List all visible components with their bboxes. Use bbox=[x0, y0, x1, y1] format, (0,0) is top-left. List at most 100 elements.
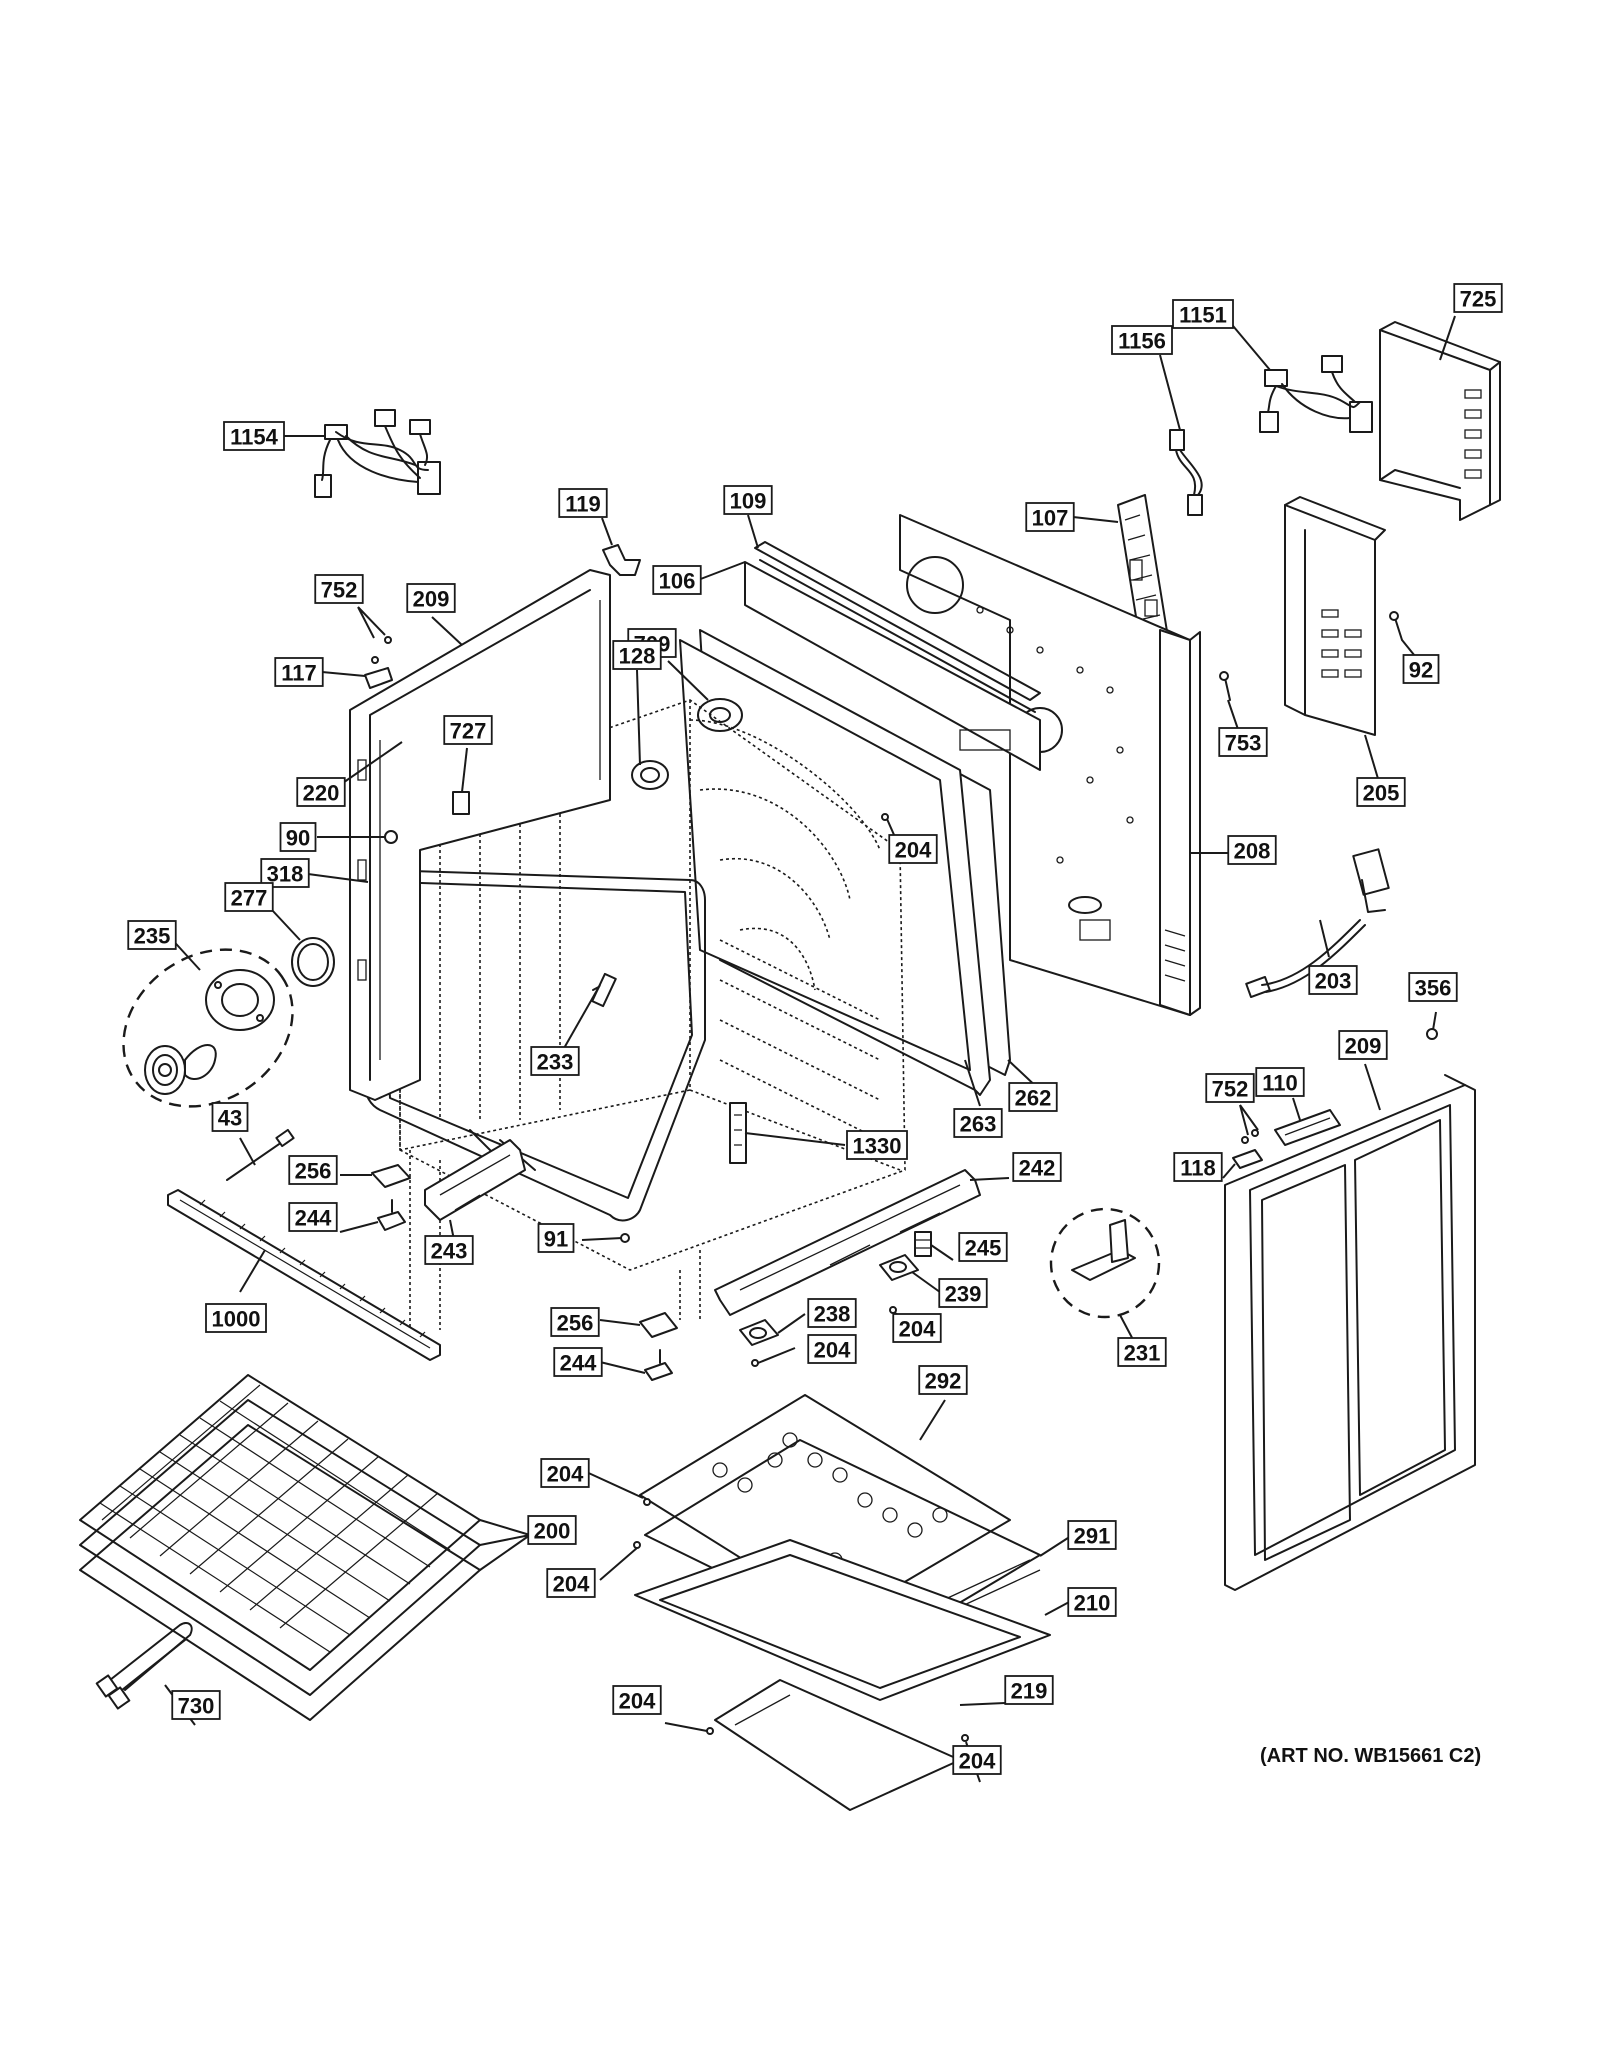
callout-text: 235 bbox=[134, 924, 171, 949]
callout-text: 109 bbox=[730, 489, 767, 514]
callout-90: 90 bbox=[279, 822, 317, 852]
callout-204: 204 bbox=[540, 1458, 590, 1488]
callout-box bbox=[938, 1278, 988, 1308]
callout-231: 231 bbox=[1117, 1337, 1167, 1367]
callout-box bbox=[846, 1130, 908, 1160]
callout-box bbox=[550, 1307, 600, 1337]
callout-box bbox=[1218, 727, 1268, 757]
callout-text: 204 bbox=[959, 1749, 996, 1774]
callout-text: 204 bbox=[547, 1462, 584, 1487]
callout-box bbox=[1408, 972, 1458, 1002]
screw-204-a bbox=[881, 813, 889, 821]
callout-242: 242 bbox=[1012, 1152, 1062, 1182]
callout-box bbox=[1356, 777, 1406, 807]
callout-753: 753 bbox=[1218, 727, 1268, 757]
hinge-receiver-110 bbox=[1274, 1109, 1341, 1146]
wire-harness-1154 bbox=[314, 409, 441, 498]
callout-1330: 1330 bbox=[846, 1130, 908, 1160]
callout-text: 753 bbox=[1225, 731, 1262, 756]
callout-box bbox=[1172, 299, 1234, 329]
screw-91 bbox=[620, 1233, 630, 1243]
callout-text: 117 bbox=[281, 661, 317, 686]
callout-205: 205 bbox=[1356, 777, 1406, 807]
callout-92: 92 bbox=[1402, 654, 1440, 684]
control-cover-205 bbox=[1284, 496, 1386, 736]
callout-43: 43 bbox=[211, 1102, 249, 1132]
callout-292: 292 bbox=[918, 1365, 968, 1395]
callout-text: 233 bbox=[537, 1050, 574, 1075]
callout-text: 239 bbox=[945, 1282, 982, 1307]
callout-text: 752 bbox=[1212, 1077, 1249, 1102]
callout-text: 90 bbox=[286, 826, 310, 851]
callout-box bbox=[1111, 325, 1173, 355]
callout-text: 730 bbox=[178, 1694, 215, 1719]
callout-text: 209 bbox=[1345, 1034, 1382, 1059]
top-frame-109 bbox=[754, 541, 1041, 713]
callout-box bbox=[1338, 1030, 1388, 1060]
plug-90 bbox=[384, 830, 398, 844]
callout-box bbox=[288, 1202, 338, 1232]
callout-box bbox=[443, 715, 493, 745]
anti-tip-bracket-231 bbox=[1049, 1207, 1161, 1319]
callout-box bbox=[279, 822, 317, 852]
callout-labels: 1154119109106115611517251077522091177091… bbox=[127, 283, 1503, 1775]
callout-text: 91 bbox=[544, 1227, 568, 1252]
callout-text: 244 bbox=[295, 1206, 332, 1231]
callout-text: 220 bbox=[303, 781, 340, 806]
callout-204: 204 bbox=[888, 834, 938, 864]
callout-box bbox=[424, 1235, 474, 1265]
leveler-244-a bbox=[377, 1199, 406, 1231]
callout-box bbox=[211, 1102, 249, 1132]
rail-242 bbox=[714, 1169, 981, 1316]
callout-256: 256 bbox=[550, 1307, 600, 1337]
callout-box bbox=[223, 421, 285, 451]
bracket-256-b bbox=[639, 1312, 678, 1338]
callout-243: 243 bbox=[424, 1235, 474, 1265]
callout-box bbox=[807, 1334, 857, 1364]
callout-text: 128 bbox=[619, 644, 656, 669]
rear-cover-725 bbox=[1379, 321, 1501, 521]
callout-text: 204 bbox=[899, 1317, 936, 1342]
callout-245: 245 bbox=[958, 1232, 1008, 1262]
rail-243 bbox=[424, 1139, 526, 1221]
callout-box bbox=[953, 1108, 1003, 1138]
callout-box bbox=[1004, 1675, 1054, 1705]
callout-box bbox=[314, 574, 364, 604]
callout-204: 204 bbox=[612, 1685, 662, 1715]
callout-233: 233 bbox=[530, 1046, 580, 1076]
screws-752-b bbox=[1241, 1129, 1259, 1144]
callout-box bbox=[1227, 835, 1277, 865]
callout-209: 209 bbox=[406, 583, 456, 613]
callout-box bbox=[1012, 1152, 1062, 1182]
callout-91: 91 bbox=[537, 1223, 575, 1253]
callout-118: 118 bbox=[1173, 1152, 1223, 1182]
callout-box bbox=[296, 777, 346, 807]
callout-220: 220 bbox=[296, 777, 346, 807]
callout-text: 244 bbox=[560, 1351, 597, 1376]
callout-109: 109 bbox=[723, 485, 773, 515]
callout-text: 238 bbox=[814, 1302, 851, 1327]
broil-element-730 bbox=[95, 1622, 193, 1710]
callout-text: 205 bbox=[1363, 781, 1400, 806]
callout-text: 107 bbox=[1032, 506, 1069, 531]
callout-box bbox=[652, 565, 702, 595]
light-assembly-235 bbox=[122, 948, 294, 1108]
callout-text: 1154 bbox=[230, 425, 278, 450]
callout-text: 118 bbox=[1180, 1156, 1216, 1181]
callout-235: 235 bbox=[127, 920, 177, 950]
callout-210: 210 bbox=[1067, 1587, 1117, 1617]
callout-box bbox=[807, 1298, 857, 1328]
side-panel-208 bbox=[1159, 629, 1201, 1016]
temp-sensor-233 bbox=[591, 972, 617, 1008]
callout-208: 208 bbox=[1227, 835, 1277, 865]
screw-356 bbox=[1426, 1028, 1438, 1040]
callout-box bbox=[612, 1685, 662, 1715]
bracket-239 bbox=[879, 1254, 919, 1281]
callout-1000: 1000 bbox=[205, 1303, 267, 1333]
callout-text: 204 bbox=[553, 1572, 590, 1597]
insulation-263 bbox=[679, 629, 991, 1096]
callout-262: 262 bbox=[1008, 1082, 1058, 1112]
convection-fan-709 bbox=[697, 698, 743, 732]
callout-box bbox=[1402, 654, 1440, 684]
